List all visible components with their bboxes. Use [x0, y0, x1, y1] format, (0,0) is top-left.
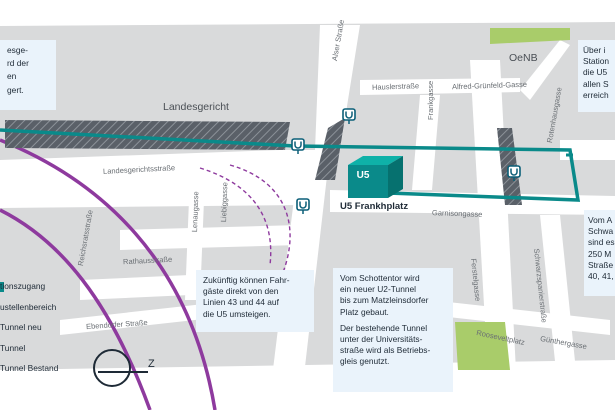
- callout-line: straße wird als Betriebs-: [340, 345, 431, 356]
- legend-item: tionszugang: [0, 281, 46, 291]
- callout-line: Zukünftig können Fahr-: [203, 275, 290, 285]
- callout-line: esge-: [7, 45, 28, 55]
- dashed-connection-1: [199, 167, 272, 266]
- callout-line: Der bestehende Tunnel: [340, 322, 428, 333]
- callout-line: bis zum Matzleinsdorfer: [340, 295, 429, 306]
- park-top: [490, 28, 570, 44]
- callout-line: gleis genutzt.: [340, 356, 390, 367]
- construction-area-2: [315, 118, 345, 180]
- callout-top-left: esge- rd der en gert.: [0, 40, 56, 110]
- callout-line: die U5: [583, 67, 608, 78]
- u-sign-icon: [342, 108, 356, 124]
- callout-line: sind es: [588, 237, 615, 248]
- u-sign-icon: [507, 165, 521, 181]
- legend-item: ustellenbereich: [0, 301, 57, 312]
- district-oenb: OeNB: [509, 52, 538, 64]
- street-liebiggasse: Liebiggasse: [219, 181, 230, 223]
- callout-line: erreich: [583, 89, 609, 100]
- compass-letter: Z: [148, 358, 155, 370]
- callout-line: 250 M: [588, 248, 612, 259]
- callout-line: en: [7, 71, 17, 82]
- callout-line: die U5 umsteigen.: [203, 308, 271, 319]
- callout-tram-transfer: Zukünftig können Fahr- gäste direkt von …: [196, 270, 314, 332]
- callout-line: Station: [583, 56, 610, 67]
- legend-item: Tunnel Bestand: [0, 363, 59, 373]
- legend-item: Tunnel: [0, 342, 26, 353]
- street-hauslerstrasse: Hauslerstraße: [371, 81, 420, 92]
- callout-line: gert.: [7, 84, 24, 95]
- construction-area-1: [5, 120, 290, 150]
- callout-line: Straße: [588, 259, 614, 270]
- callout-line: unter der Universitäts-: [340, 334, 423, 345]
- compass: [93, 349, 148, 387]
- legend: tionszugang ustellenbereich Tunnel neu T…: [0, 276, 58, 379]
- callout-u2-tunnel: Vom Schottentor wird ein neuer U2-Tunnel…: [333, 268, 453, 392]
- callout-line: gäste direkt von den: [203, 286, 279, 297]
- dashed-connection-2: [229, 164, 291, 276]
- legend-markers: [0, 282, 4, 292]
- station-cube-label: U5: [356, 170, 370, 181]
- tunnel-existing-1: [0, 138, 217, 410]
- callout-line: allen S: [583, 78, 609, 89]
- callout-top-right: Über i Station die U5 allen S erreich: [578, 40, 615, 112]
- callout-line: Schwa: [588, 226, 614, 237]
- tunnel-new: [0, 128, 581, 202]
- callout-line: Linien 43 und 44 auf: [203, 297, 279, 308]
- district-landesgericht: Landesgericht: [163, 101, 229, 113]
- callout-line: Über i: [583, 45, 606, 55]
- street-garnisongasse: Garnisongasse: [431, 208, 483, 219]
- callout-line: ein neuer U2-Tunnel: [340, 284, 417, 295]
- callout-line: Platz gebaut.: [340, 306, 389, 317]
- callout-line: Vom A: [588, 215, 613, 225]
- callout-right: Vom A Schwa sind es 250 M Straße 40, 41,: [584, 210, 615, 296]
- callout-line: Vom Schottentor wird: [340, 273, 420, 283]
- street-lenaugasse: Lenaugasse: [190, 191, 201, 233]
- u-sign-icon: [296, 198, 310, 214]
- u-sign-icon: [291, 138, 305, 154]
- park-roosevelt: [455, 322, 510, 370]
- tunnel-existing-2: [0, 208, 152, 410]
- station-cube: [348, 156, 403, 198]
- street-frankgasse: Frankgasse: [426, 80, 435, 120]
- station-name: U5 Frankhplatz: [340, 201, 409, 212]
- legend-item: Tunnel neu: [0, 322, 42, 332]
- callout-line: 40, 41,: [588, 271, 614, 282]
- callout-line: rd der: [7, 58, 29, 69]
